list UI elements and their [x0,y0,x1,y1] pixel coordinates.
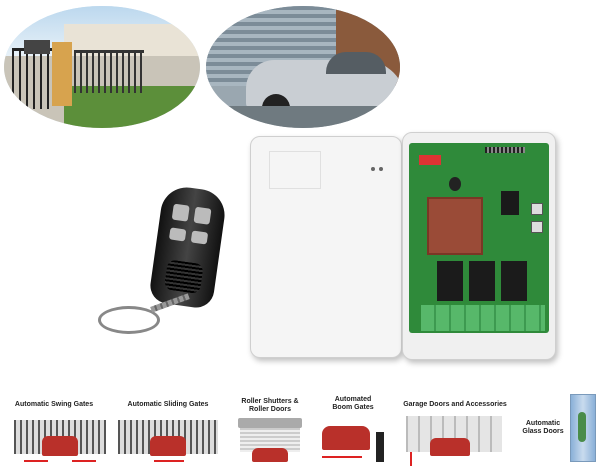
remote-button-right [190,230,209,245]
key-ring [98,306,160,334]
chip [501,191,519,215]
roller-door-icon [238,418,302,464]
garage-door-icon [404,416,504,466]
caption-sliding-gates: Automatic Sliding Gates [127,401,209,408]
caption-boom-gates: Automated Boom Gates [332,396,374,411]
remote-body [148,184,228,310]
boom-gate-icon [318,418,390,464]
relay-2 [469,261,495,301]
transformer [427,197,483,255]
capacitor [449,177,461,191]
key-fob-remote [96,184,236,348]
receiver-enclosure [250,132,556,360]
caption-roller-doors: Roller Shutters & Roller Doors [241,398,299,413]
glass-door-icon [570,394,596,466]
remote-button-up [171,203,190,222]
button-1 [531,203,543,215]
remote-button-down [193,206,212,225]
garage-car-photo [206,6,400,128]
button-2 [531,221,543,233]
terminal-block [421,305,545,331]
caption-swing-gates: Automatic Swing Gates [14,401,94,408]
enclosure-lid [250,136,402,358]
sliding-gate-icon [118,418,218,464]
remote-button-left [168,227,187,242]
caption-garage-doors: Garage Doors and Accessories [403,401,507,408]
swing-gate-icon [14,418,106,464]
antenna-coil [485,147,525,153]
enclosure-base [402,132,556,360]
dip-switch [419,155,441,165]
swing-gate-photo [4,6,200,128]
caption-glass-doors: Automatic Glass Doors [522,420,564,435]
relay-1 [437,261,463,301]
circuit-board [409,143,549,333]
relay-3 [501,261,527,301]
